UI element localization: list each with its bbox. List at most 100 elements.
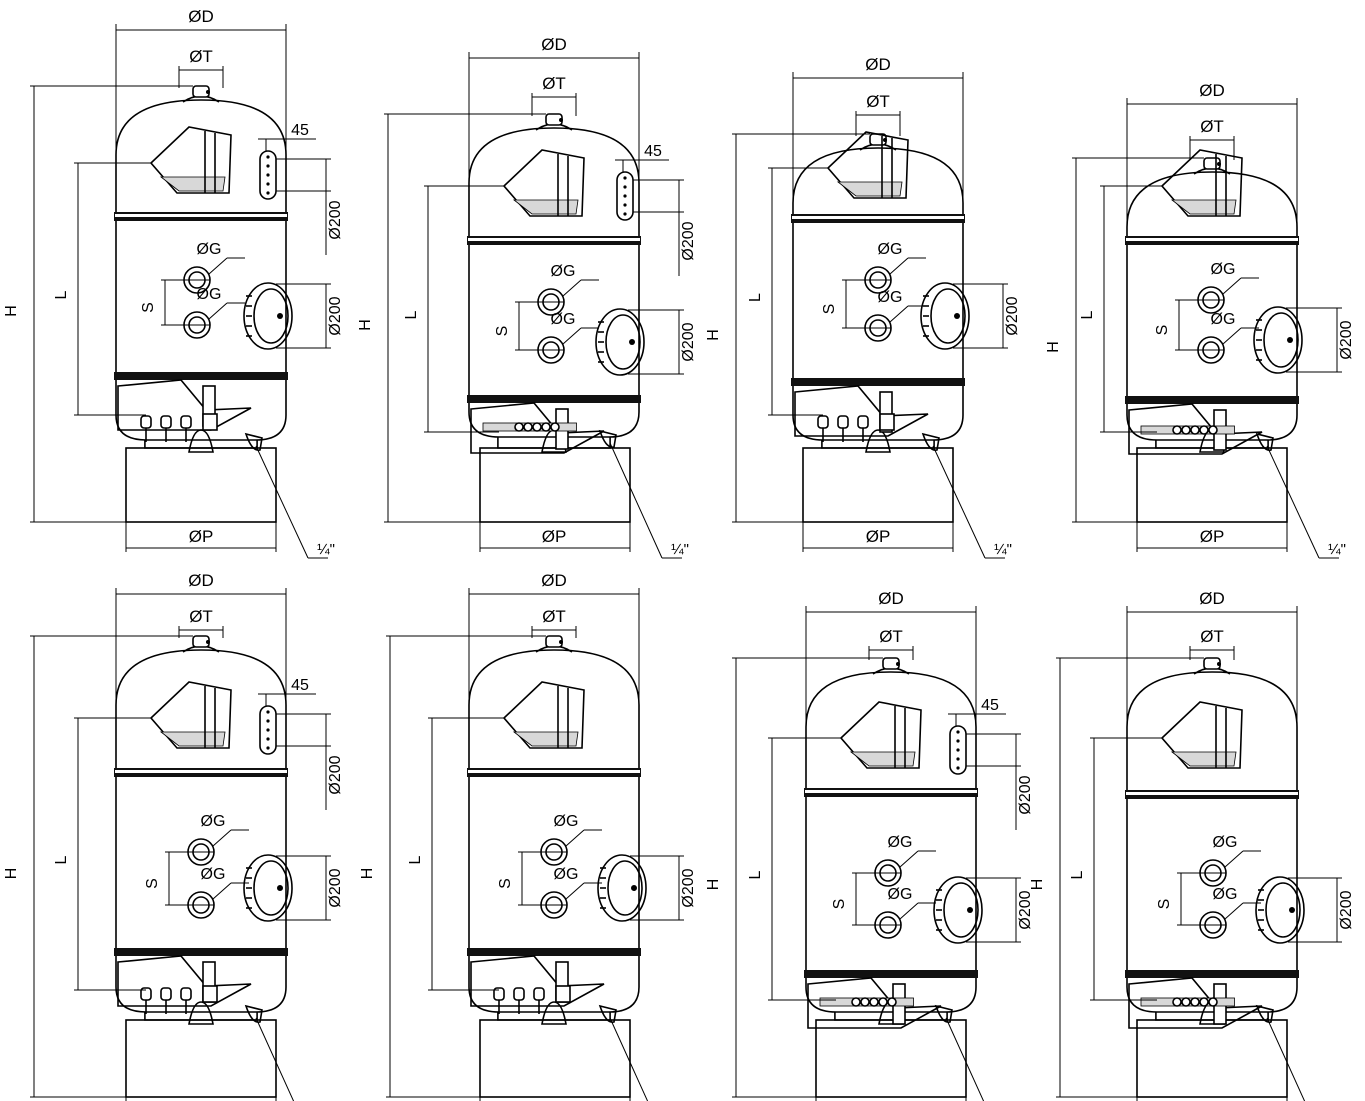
filter-media (1170, 751, 1237, 767)
collector-ball (1199, 425, 1209, 435)
pedestal-neck (497, 1012, 611, 1021)
collector-ball (1190, 997, 1200, 1007)
angle-label: 45 (981, 697, 999, 714)
height-label: H (1029, 879, 1046, 891)
filter-media (836, 181, 903, 197)
spacing-label: S (1156, 899, 1173, 910)
side-port-label: ØG (201, 866, 226, 883)
side-port-label: ØG (551, 263, 576, 280)
height-label: H (359, 868, 376, 880)
diameter-label: ØD (1199, 589, 1225, 608)
lower-cutaway (117, 379, 252, 431)
base-label: ØP (866, 527, 891, 546)
drain-label: ¼" (671, 541, 689, 558)
drain-valve (598, 429, 617, 448)
lateral-nozzle (817, 415, 829, 429)
height-label: H (3, 868, 20, 880)
drain-collector (202, 413, 218, 431)
collector-ball (550, 422, 560, 432)
vessel-bottom (115, 956, 287, 1013)
drain-collector (879, 413, 895, 431)
spacing-label: S (140, 302, 157, 313)
pedestal-base (1136, 447, 1288, 523)
pedestal-base (802, 447, 954, 523)
manhole (1253, 306, 1303, 374)
pedestal-lug (188, 1001, 214, 1025)
filter-media (1170, 199, 1237, 215)
side-window (259, 150, 277, 200)
lower-band (114, 372, 288, 380)
cutaway-view (149, 681, 232, 749)
side-port-label: ØG (197, 241, 222, 258)
drain-collector (202, 985, 218, 1003)
side-port-label: ØG (1213, 834, 1238, 851)
filter-media (849, 751, 916, 767)
lower-cutaway (470, 402, 605, 454)
height-label: H (705, 329, 722, 341)
side-port-label: ØG (201, 813, 226, 830)
side-port-label: ØG (1211, 311, 1236, 328)
side-port-label: ØG (197, 286, 222, 303)
diameter-label: ØD (541, 571, 567, 590)
height-label: H (3, 305, 20, 317)
collector-ball (1190, 425, 1200, 435)
diameter-label: ØD (188, 7, 214, 26)
lateral-nozzle (160, 415, 172, 429)
manhole-label: Ø200 (1017, 890, 1034, 929)
side-window (949, 725, 967, 775)
lateral-nozzle (180, 987, 192, 1001)
manhole (243, 854, 293, 922)
collector-ball (1181, 425, 1191, 435)
lower-cutaway (807, 977, 942, 1029)
vessel-dome (792, 147, 964, 214)
spacing-label: S (821, 304, 838, 315)
drain-valve (934, 1004, 953, 1023)
pedestal-base (479, 1019, 631, 1098)
pedestal-neck (1155, 1012, 1269, 1021)
manhole (597, 854, 647, 922)
pedestal-base (815, 1019, 967, 1098)
pedestal-neck (144, 440, 258, 449)
lower-cutaway (470, 955, 605, 1007)
lower-band (467, 395, 641, 403)
base-label: ØP (1200, 527, 1225, 546)
collector-ball (1199, 997, 1209, 1007)
vessel-dome (1126, 671, 1298, 790)
lower-band (114, 948, 288, 956)
window-label: Ø200 (680, 221, 697, 260)
window-label: Ø200 (327, 755, 344, 794)
lateral-nozzle (837, 415, 849, 429)
lateral-nozzle (857, 415, 869, 429)
drain-label: ¼" (994, 541, 1012, 558)
manhole-label: Ø200 (1004, 296, 1021, 335)
cutaway-view (839, 701, 922, 769)
drain-valve (244, 1004, 263, 1023)
side-port-label: ØG (551, 311, 576, 328)
lower-cutaway (794, 385, 929, 437)
diameter-label: ØD (865, 55, 891, 74)
diameter-label: ØD (541, 35, 567, 54)
manhole (1255, 876, 1305, 944)
diameter-label: ØD (878, 589, 904, 608)
side-port-label: ØG (878, 241, 903, 258)
lower-band (804, 970, 978, 978)
side-port-label: ØG (888, 886, 913, 903)
lower-band (467, 948, 641, 956)
cutaway-view (502, 681, 585, 749)
length-label: L (53, 855, 70, 864)
top-port-label: ØT (866, 92, 890, 111)
spacing-label: S (494, 326, 511, 337)
vessel-dome (468, 649, 640, 768)
manhole (595, 308, 645, 376)
pedestal-base (125, 447, 277, 523)
vessel-bottom (1126, 978, 1298, 1013)
spacing-label: S (1154, 325, 1171, 336)
vessel-dome (1126, 171, 1298, 236)
